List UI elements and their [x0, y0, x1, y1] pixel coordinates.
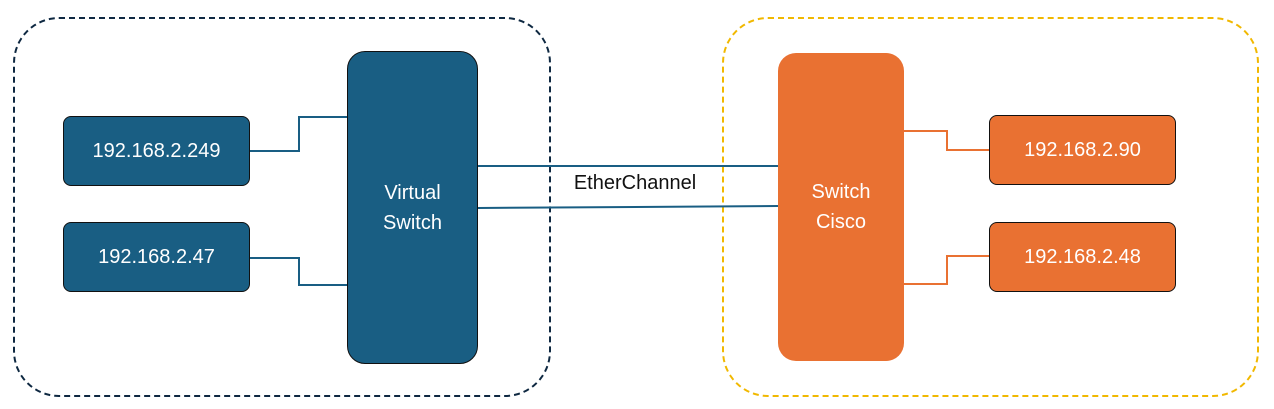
- host-label: 192.168.2.47: [98, 246, 215, 268]
- switch-label-line2: Cisco: [815, 211, 866, 233]
- host-node-192-168-2-249[interactable]: 192.168.2.249: [63, 116, 250, 186]
- etherchannel-link-bottom: [477, 205, 779, 209]
- switch-label-line1: Switch: [811, 181, 871, 203]
- virtual-switch-node[interactable]: Virtual Switch: [347, 51, 478, 364]
- host-label: 192.168.2.48: [1024, 246, 1141, 268]
- switch-label-line2: Switch: [383, 211, 442, 234]
- host-node-192-168-2-90[interactable]: 192.168.2.90: [989, 115, 1176, 185]
- link-cisco-to-host-90: [904, 130, 990, 151]
- link-host-249-to-virtual-switch: [249, 116, 348, 152]
- host-label: 192.168.2.90: [1024, 139, 1141, 161]
- switch-label-line1: Virtual: [384, 181, 441, 204]
- host-node-192-168-2-48[interactable]: 192.168.2.48: [989, 222, 1176, 292]
- host-node-192-168-2-47[interactable]: 192.168.2.47: [63, 222, 250, 292]
- switch-cisco-node[interactable]: Switch Cisco: [778, 53, 904, 361]
- link-host-47-to-virtual-switch: [249, 257, 348, 286]
- host-label: 192.168.2.249: [92, 140, 221, 162]
- link-cisco-to-host-48: [904, 255, 990, 285]
- etherchannel-label: EtherChannel: [573, 172, 697, 194]
